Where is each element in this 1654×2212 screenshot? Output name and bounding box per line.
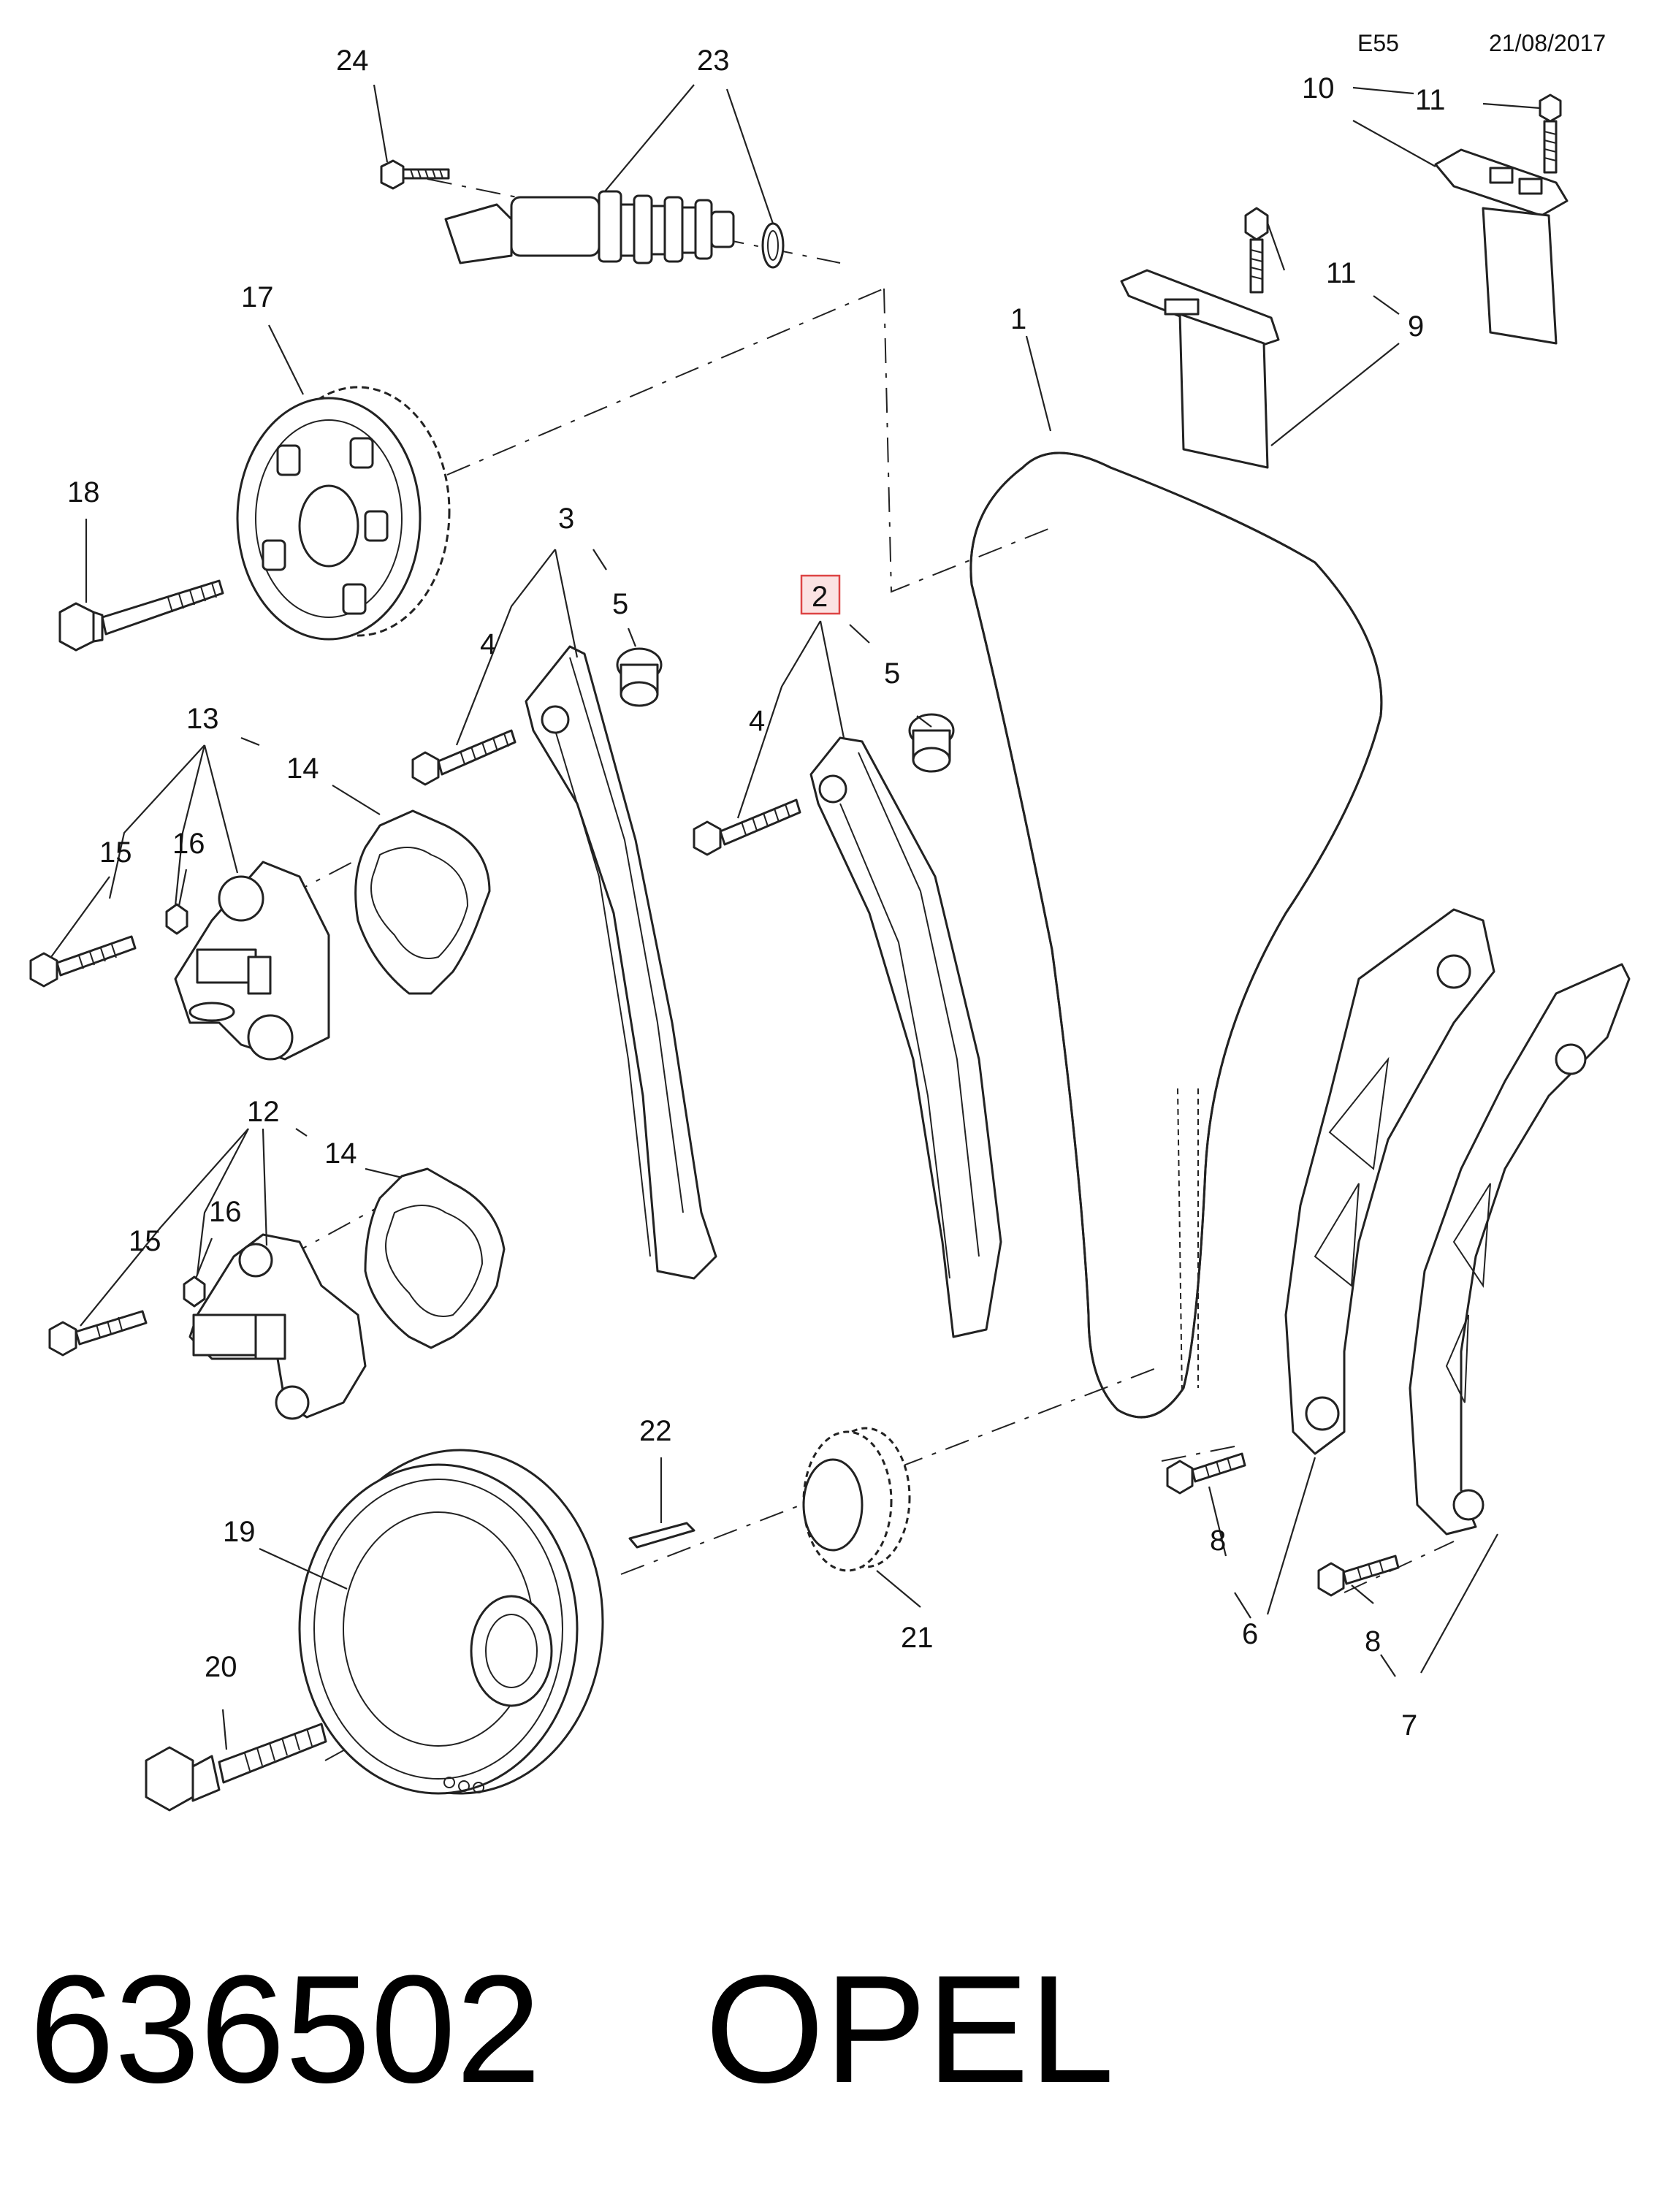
bolt-15-lower-icon xyxy=(48,1310,148,1357)
callout-2: 2 xyxy=(812,581,828,613)
chain-guide-bracket-10-icon xyxy=(1434,148,1569,345)
callout-4-left: 4 xyxy=(480,628,496,660)
callout-11-lower: 11 xyxy=(1326,257,1357,289)
chain-guide-6-icon xyxy=(1284,908,1495,1455)
diagram-code: E55 xyxy=(1357,30,1399,56)
crankshaft-sprocket-21-icon xyxy=(802,1427,911,1572)
woodruff-key-22-icon xyxy=(628,1522,695,1549)
callout-11-upper: 11 xyxy=(1415,84,1446,116)
callout-17: 17 xyxy=(241,281,274,313)
chain-guide-3-icon xyxy=(525,645,717,1280)
callout-24: 24 xyxy=(336,45,369,77)
callout-1: 1 xyxy=(1010,303,1026,335)
bolt-4-right-icon xyxy=(693,798,801,856)
bolt-11-lower-icon xyxy=(1244,207,1269,294)
bolt-8-upper-icon xyxy=(1166,1452,1246,1495)
callout-15-upper: 15 xyxy=(99,836,132,869)
callout-4-right: 4 xyxy=(749,705,765,737)
callout-12: 12 xyxy=(247,1096,280,1128)
callout-19: 19 xyxy=(223,1516,256,1548)
callout-16-lower: 16 xyxy=(209,1196,242,1228)
callout-20: 20 xyxy=(205,1651,237,1683)
callout-6: 6 xyxy=(1242,1618,1258,1650)
callout-5-left: 5 xyxy=(612,588,628,620)
camshaft-sprocket-17-icon xyxy=(236,386,451,641)
callout-5-right: 5 xyxy=(884,657,900,690)
bolt-24-icon xyxy=(380,159,450,190)
callout-2-highlight xyxy=(800,574,841,615)
sleeve-5-left-icon xyxy=(616,647,663,707)
callout-8-upper: 8 xyxy=(1210,1525,1226,1557)
callout-7: 7 xyxy=(1401,1709,1417,1742)
callout-18: 18 xyxy=(67,476,100,508)
callout-15-lower: 15 xyxy=(129,1225,161,1257)
callout-14-upper: 14 xyxy=(286,752,319,785)
bolt-15-upper-icon xyxy=(29,935,137,988)
chain-guide-7-icon xyxy=(1409,963,1631,1536)
diagram-date: 21/08/2017 xyxy=(1489,30,1606,56)
gasket-14-upper-icon xyxy=(354,809,491,995)
chain-tensioner-13-icon xyxy=(174,861,330,1061)
callout-8-lower: 8 xyxy=(1365,1625,1381,1658)
bolt-11-upper-icon xyxy=(1539,94,1562,174)
chain-guide-bracket-9-icon xyxy=(1120,269,1280,469)
callout-labels: 24 23 10 11 11 9 17 1 18 3 5 4 2 5 4 13 … xyxy=(67,45,1446,1742)
bolt-18-icon xyxy=(58,579,224,652)
callout-9: 9 xyxy=(1408,310,1424,343)
bolt-8-lower-icon xyxy=(1317,1555,1400,1597)
timing-chain-1-icon xyxy=(969,451,1383,1419)
tensioner-rail-2-icon xyxy=(809,736,1002,1338)
part-number: 636502 xyxy=(29,1943,541,2115)
washer-16-lower-icon xyxy=(183,1275,206,1308)
gasket-14-lower-icon xyxy=(364,1167,506,1349)
callout-22: 22 xyxy=(639,1415,672,1447)
bolt-4-left-icon xyxy=(411,729,517,786)
callout-21: 21 xyxy=(901,1622,934,1654)
brand-name: OPEL xyxy=(705,1943,1114,2115)
callout-13: 13 xyxy=(186,703,219,735)
callout-16-upper: 16 xyxy=(172,828,205,860)
callout-10: 10 xyxy=(1302,72,1335,104)
washer-16-upper-icon xyxy=(165,903,188,935)
leader-lines xyxy=(50,84,1541,1750)
crankshaft-pulley-19-icon xyxy=(298,1449,604,1795)
callout-23: 23 xyxy=(697,45,730,77)
control-valve-23-icon xyxy=(444,190,785,269)
sleeve-5-right-icon xyxy=(908,713,955,773)
callout-14-lower: 14 xyxy=(324,1137,357,1170)
callout-3: 3 xyxy=(558,503,574,535)
chain-tensioner-12-icon xyxy=(188,1233,367,1420)
pulley-bolt-20-icon xyxy=(145,1723,327,1812)
